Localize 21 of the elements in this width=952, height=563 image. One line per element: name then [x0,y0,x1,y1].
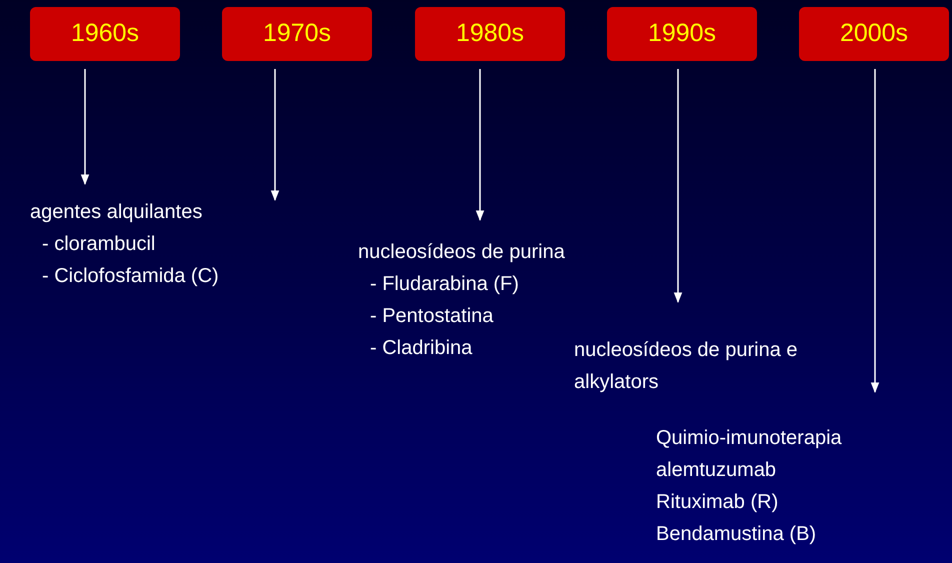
list-item: - Pentostatina [369,304,494,329]
arrow [80,69,90,186]
decade-box: 1980s [415,7,565,61]
arrow [270,69,280,202]
list-item: Bendamustina (B) [656,522,818,547]
decade-box: 1990s [607,7,757,61]
list-item: Quimio-imunoterapia [656,426,843,451]
arrow [870,69,880,394]
list-item: nucleosídeos de purina e alkylators [574,338,798,395]
arrow [674,69,682,304]
list-item: - Fludarabina (F) [369,272,520,297]
arrow [476,69,484,222]
list-item: Rituximab (R) [656,490,780,515]
decade-box: 2000s [799,7,949,61]
heading-text: agentes alquilantes [30,200,204,225]
list-item: - Ciclofosfamida (C) [41,264,220,289]
decade-box: 1970s [222,7,372,61]
list-item: - clorambucil [41,232,156,257]
decade-box: 1960s [30,7,180,61]
list-item: alemtuzumab [656,458,778,483]
heading-text: nucleosídeos de purina [358,240,566,265]
